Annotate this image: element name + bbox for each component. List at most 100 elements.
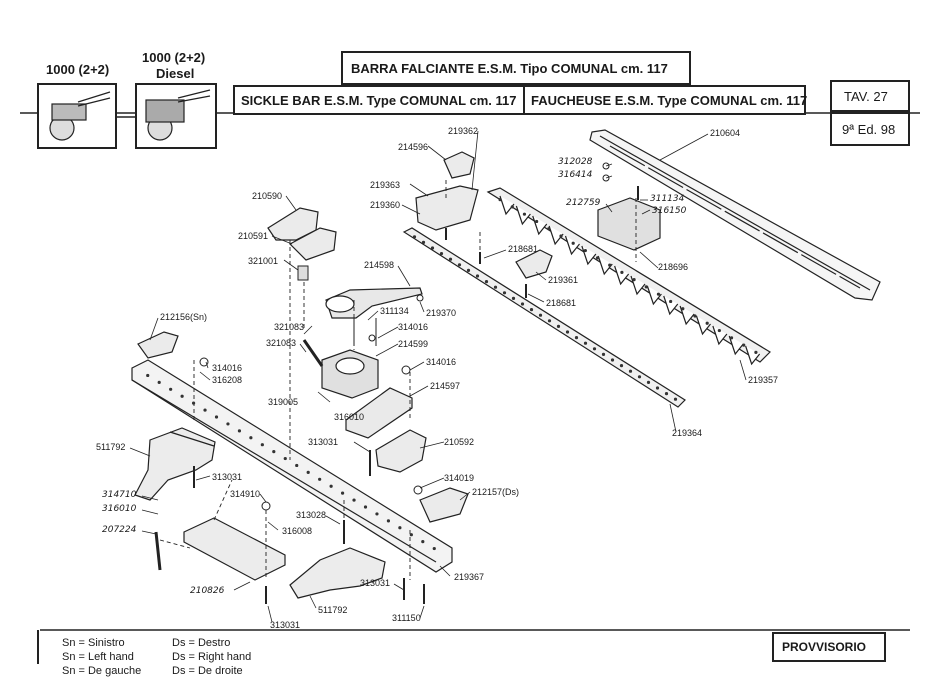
knife-clip-214596 <box>443 151 475 179</box>
bar-hole <box>146 373 150 378</box>
knife-back-hole <box>673 397 678 401</box>
table-number: TAV. 27 <box>844 89 888 104</box>
knife-back-hole <box>592 347 597 351</box>
bar-hole <box>398 526 402 530</box>
bar-hole <box>352 498 356 502</box>
knife-219357 <box>486 187 771 366</box>
knife-rivet <box>742 343 746 347</box>
bar-hole <box>214 415 219 419</box>
part-label: 219362 <box>448 126 479 136</box>
part-label: 313031 <box>308 437 339 447</box>
title-box-it: BARRA FALCIANTE E.S.M. Tipo COMUNAL cm. … <box>341 51 691 85</box>
knife-rivet <box>559 234 563 238</box>
part-label: 313031 <box>270 620 301 630</box>
title-en: SICKLE BAR E.S.M. Type COMUNAL cm. 117 <box>241 93 517 108</box>
model-label-2: 1000 (2+2) <box>142 50 206 65</box>
knife-rivet <box>583 248 587 253</box>
edition: 9ª Ed. 98 <box>842 122 896 137</box>
bar-hole <box>421 540 425 544</box>
part-label: 212157(Ds) <box>472 487 520 497</box>
part-label: 219363 <box>370 180 401 190</box>
knife-back-hole <box>520 302 525 306</box>
title-box-fr: FAUCHEUSE E.S.M. Type COMUNAL cm. 117 <box>523 85 807 115</box>
part-label: 218681 <box>546 298 577 308</box>
bar-hole <box>260 443 264 447</box>
knife-back-hole <box>484 280 489 284</box>
shoe-right-511792 <box>289 547 386 599</box>
title-box-en: SICKLE BAR E.S.M. Type COMUNAL cm. 117 <box>233 85 525 115</box>
knife-back-hole <box>664 392 669 396</box>
blade-guard-210604 <box>589 129 881 301</box>
part-label: 214597 <box>430 381 461 391</box>
knife-back-hole <box>448 257 453 261</box>
bar-hole <box>191 401 196 405</box>
knife-back-hole <box>646 380 651 384</box>
part-label: 214598 <box>364 260 395 270</box>
knife-back-hole <box>574 336 579 340</box>
knife-rivet <box>498 198 502 202</box>
part-label: 314016 <box>398 322 429 332</box>
part-label: 314016 <box>426 357 457 367</box>
knife-back-hole <box>619 364 624 368</box>
knife-rivet <box>522 212 527 216</box>
legend-ds-en: Ds = Right hand <box>172 651 252 663</box>
part-label: 314910 <box>230 489 261 499</box>
finger-guard-210591 <box>289 227 337 261</box>
hub-assembly <box>321 349 379 399</box>
legend-ds-fr: Ds = De droite <box>172 665 243 677</box>
tractor-thumb-1 <box>37 83 117 149</box>
guide-plate-214597 <box>345 387 413 439</box>
tractor-thumb-2 <box>135 83 217 149</box>
knife-back-hole <box>610 358 615 362</box>
assembly-lines <box>159 180 637 580</box>
part-label: 321083 <box>274 322 305 332</box>
part-label: 219361 <box>548 275 579 285</box>
part-label: 313031 <box>360 578 391 588</box>
part-label: 316208 <box>212 375 243 385</box>
knife-head-212759 <box>597 197 661 251</box>
part-label: 218681 <box>508 244 539 254</box>
knife-rivet <box>656 292 661 296</box>
knife-back-hole <box>466 268 471 272</box>
part-label: 311134 <box>380 306 409 316</box>
part-label: 316008 <box>282 526 313 536</box>
part-label: 511792 <box>96 442 126 452</box>
part-label: 207224 <box>102 525 137 535</box>
bar-hole <box>363 505 368 509</box>
part-label: 210592 <box>444 437 475 447</box>
cutter-bar-219367 <box>131 359 453 573</box>
part-label: 314710 <box>102 490 137 500</box>
knife-back-hole <box>556 324 561 328</box>
part-label: 316414 <box>558 170 593 180</box>
bar-hole <box>283 456 287 461</box>
clip-219361 <box>515 249 553 279</box>
knife-rivet <box>693 314 697 318</box>
finger-guard-219363 <box>415 185 479 231</box>
knife-rivet <box>571 241 575 245</box>
finger-guard-212156 <box>137 331 179 359</box>
knife-rivet <box>608 263 612 267</box>
part-label: 511792 <box>318 605 348 615</box>
knife-rivet <box>535 219 539 224</box>
knife-back-219364 <box>402 227 686 408</box>
part-label: 316010 <box>334 412 365 422</box>
part-label: 314019 <box>444 473 475 483</box>
knife-back-hole <box>637 375 642 379</box>
finger-guard-212157 <box>419 487 469 523</box>
bar-hole <box>329 484 333 488</box>
bar-hole <box>203 408 207 412</box>
title-it: BARRA FALCIANTE E.S.M. Tipo COMUNAL cm. … <box>351 61 668 76</box>
edition-box: 9ª Ed. 98 <box>830 112 910 146</box>
part-label: 219360 <box>370 200 401 210</box>
part-label: 210826 <box>190 586 225 596</box>
knife-back-hole <box>457 263 462 267</box>
plate-210826 <box>183 517 286 581</box>
legend-sn-it: Sn = Sinistro <box>62 637 125 649</box>
bar-hole <box>157 380 161 384</box>
part-label: 212156(Sn) <box>160 312 208 322</box>
knife-back-hole <box>475 274 480 278</box>
model-label-2-diesel: Diesel <box>156 66 195 81</box>
knife-back-hole <box>655 386 660 390</box>
